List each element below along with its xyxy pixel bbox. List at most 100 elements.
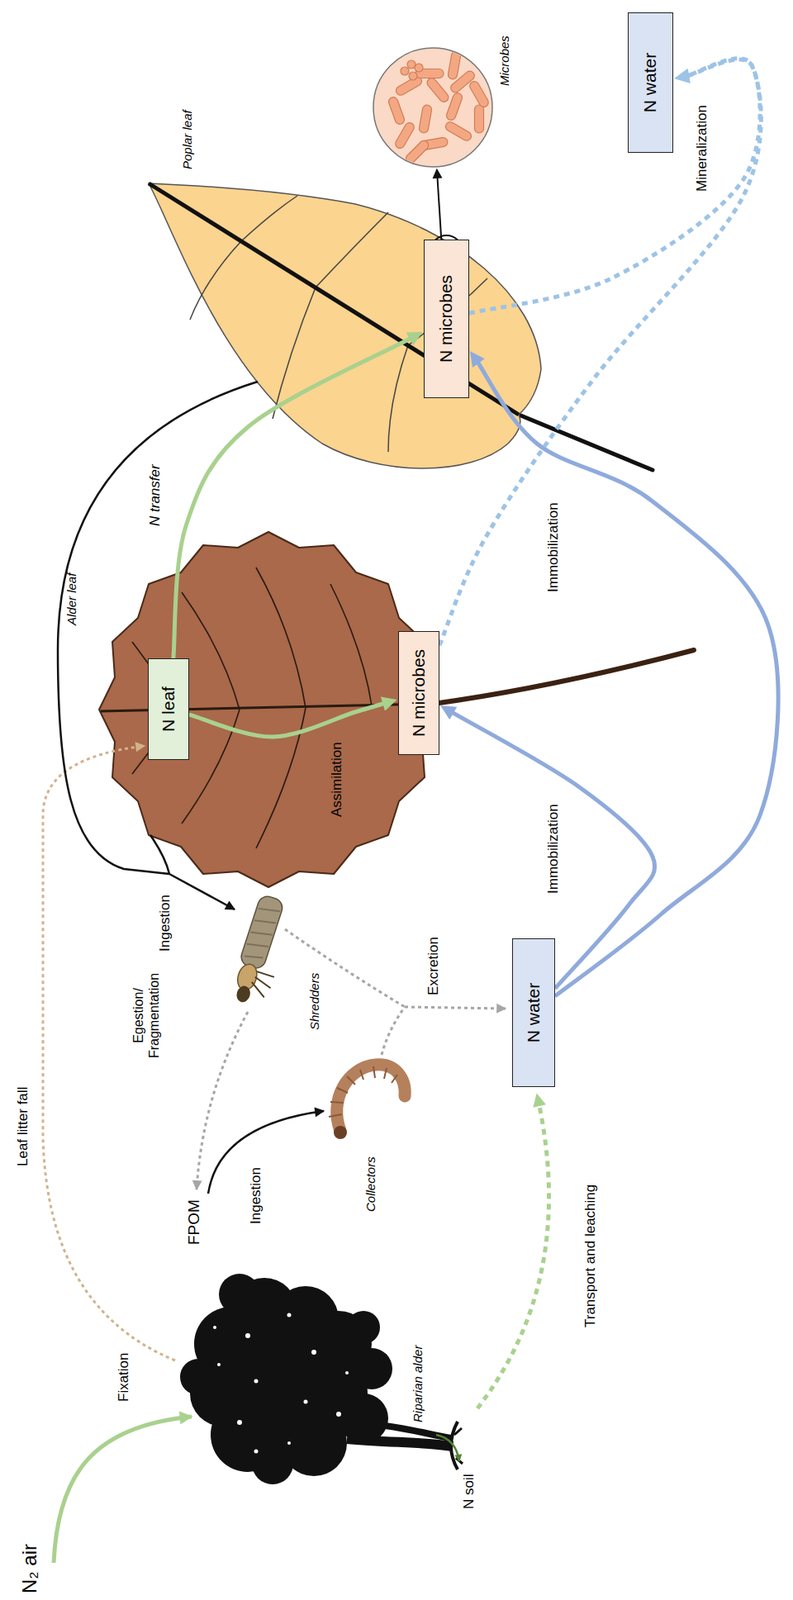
collector-insect bbox=[328, 1064, 405, 1140]
microbe-circle bbox=[373, 47, 493, 167]
edge-label: Immobilization bbox=[545, 803, 562, 894]
egestion-arrow bbox=[196, 1011, 248, 1190]
bacterium-rod bbox=[394, 121, 417, 151]
node-label: N water bbox=[523, 982, 544, 1043]
water-box: N water bbox=[627, 12, 674, 153]
microbes-circle: Microbes bbox=[371, 46, 494, 169]
riparian-alder-tree bbox=[251, 1443, 294, 1485]
organism-label: Shredders bbox=[307, 973, 323, 1031]
egestion-arrow bbox=[196, 1011, 248, 1190]
bacteria bbox=[387, 50, 490, 166]
riparian-alder-tree bbox=[254, 1379, 259, 1384]
edge-label: Mineralization bbox=[693, 104, 711, 192]
zoom-ring bbox=[431, 235, 463, 267]
riparian-alder-tree bbox=[336, 1411, 342, 1417]
edge-label: Assimilation bbox=[328, 741, 346, 817]
leaf-vein bbox=[241, 195, 298, 242]
bacterium-rod bbox=[387, 95, 406, 126]
excretion-arrows bbox=[284, 929, 405, 1007]
node-label: N leaf bbox=[158, 686, 179, 732]
leaf-vein bbox=[315, 212, 389, 288]
bacterium-coccus bbox=[400, 66, 409, 76]
node-label: N microbes bbox=[436, 275, 456, 363]
leaf-vein bbox=[256, 567, 306, 708]
riparian-alder-tree bbox=[287, 1441, 291, 1445]
bacterium-coccus bbox=[414, 63, 423, 72]
leaf-vein bbox=[189, 241, 242, 320]
shredder-insect bbox=[238, 893, 285, 971]
riparian-alder-tree bbox=[303, 1400, 309, 1405]
shredder-ingestion-arrows bbox=[169, 873, 235, 910]
leaf-vein bbox=[256, 707, 306, 849]
microbes-box: N microbes bbox=[423, 239, 470, 399]
leaf-litter-arrow bbox=[42, 745, 176, 1361]
assimilation-arrow bbox=[189, 702, 388, 738]
collector-ingestion-arrow bbox=[208, 1111, 324, 1194]
shredder-insect bbox=[248, 970, 275, 998]
fixation-arrow bbox=[53, 1416, 192, 1563]
riparian-alder-tree bbox=[351, 1348, 393, 1390]
riparian-alder-tree bbox=[213, 1325, 217, 1330]
tree-label: Riparian alder bbox=[410, 1345, 426, 1423]
transport-leaching-arrow bbox=[477, 1094, 550, 1409]
leaf-outline bbox=[148, 183, 542, 469]
node-heading: Poplar leaf bbox=[180, 109, 195, 170]
immobilization-arrow bbox=[475, 359, 779, 997]
microbe-zoom-arrow bbox=[436, 175, 442, 240]
pool-label: FPOM bbox=[185, 1199, 205, 1245]
transfer-arrow bbox=[173, 337, 414, 659]
leaf-vein bbox=[181, 709, 240, 824]
riparian-alder-tree bbox=[218, 1273, 261, 1316]
soil-arrow bbox=[436, 1434, 460, 1462]
leaf-midrib bbox=[148, 183, 519, 415]
mineralization-arrow bbox=[469, 59, 760, 314]
shredder-insect bbox=[234, 983, 252, 1004]
edge-label: Immobilization bbox=[545, 502, 562, 593]
process-label: Egestion/ Fragmentation bbox=[130, 963, 162, 1068]
alder-leaf: Alder leafN leafN microbes bbox=[57, 517, 463, 898]
excretion-arrows bbox=[381, 1006, 405, 1055]
shredder-insect bbox=[242, 904, 281, 963]
excretion-arrows bbox=[404, 1006, 506, 1009]
shredder-ingestion-arrows bbox=[150, 835, 170, 874]
bacterium-rod bbox=[474, 104, 485, 133]
soil-arrow bbox=[436, 1434, 460, 1462]
collector-insect bbox=[328, 1066, 398, 1117]
leaf-stem bbox=[433, 650, 694, 704]
leaf-litter-arrow bbox=[42, 745, 176, 1361]
riparian-alder-tree bbox=[217, 1362, 221, 1367]
pool-label: N soil bbox=[460, 1473, 478, 1510]
water-box: N water bbox=[512, 938, 556, 1088]
edge-label: N transfer bbox=[147, 464, 164, 527]
node-heading: Microbes bbox=[497, 35, 513, 86]
organism-label: Collectors bbox=[363, 1156, 379, 1212]
riparian-alder-tree bbox=[311, 1349, 317, 1355]
process-label: Ingestion bbox=[247, 1167, 265, 1225]
collector-insect bbox=[337, 1064, 405, 1131]
bacterium-rod bbox=[447, 50, 462, 80]
shredder-ingestion-arrows bbox=[57, 381, 258, 874]
process-label: Excretion bbox=[425, 936, 442, 996]
fixation-arrow bbox=[53, 1416, 192, 1563]
leaf-vein bbox=[388, 345, 409, 452]
leaf-outline bbox=[99, 531, 438, 888]
process-label: Fixation bbox=[115, 1352, 133, 1402]
bacterium-rod bbox=[468, 80, 491, 110]
riparian-alder-tree bbox=[346, 1310, 380, 1344]
node-label: N microbes bbox=[408, 649, 429, 737]
process-label: Leaf litter fall bbox=[14, 1087, 32, 1167]
pool-label: N₂ air bbox=[18, 1543, 43, 1594]
bacterium-rod bbox=[425, 75, 451, 104]
node-label: N water bbox=[640, 52, 661, 113]
shredder-insect bbox=[227, 893, 298, 1010]
riparian-alder-tree bbox=[237, 1419, 243, 1425]
bacterium-rod bbox=[403, 138, 431, 166]
poplar-leaf: Poplar leafN microbes bbox=[140, 175, 566, 477]
process-label: Ingestion bbox=[156, 894, 174, 952]
riparian-alder-tree bbox=[245, 1333, 251, 1339]
bacterium-rod bbox=[444, 120, 474, 143]
mineralization-arrow bbox=[439, 58, 761, 646]
bacterium-rod bbox=[418, 104, 433, 133]
